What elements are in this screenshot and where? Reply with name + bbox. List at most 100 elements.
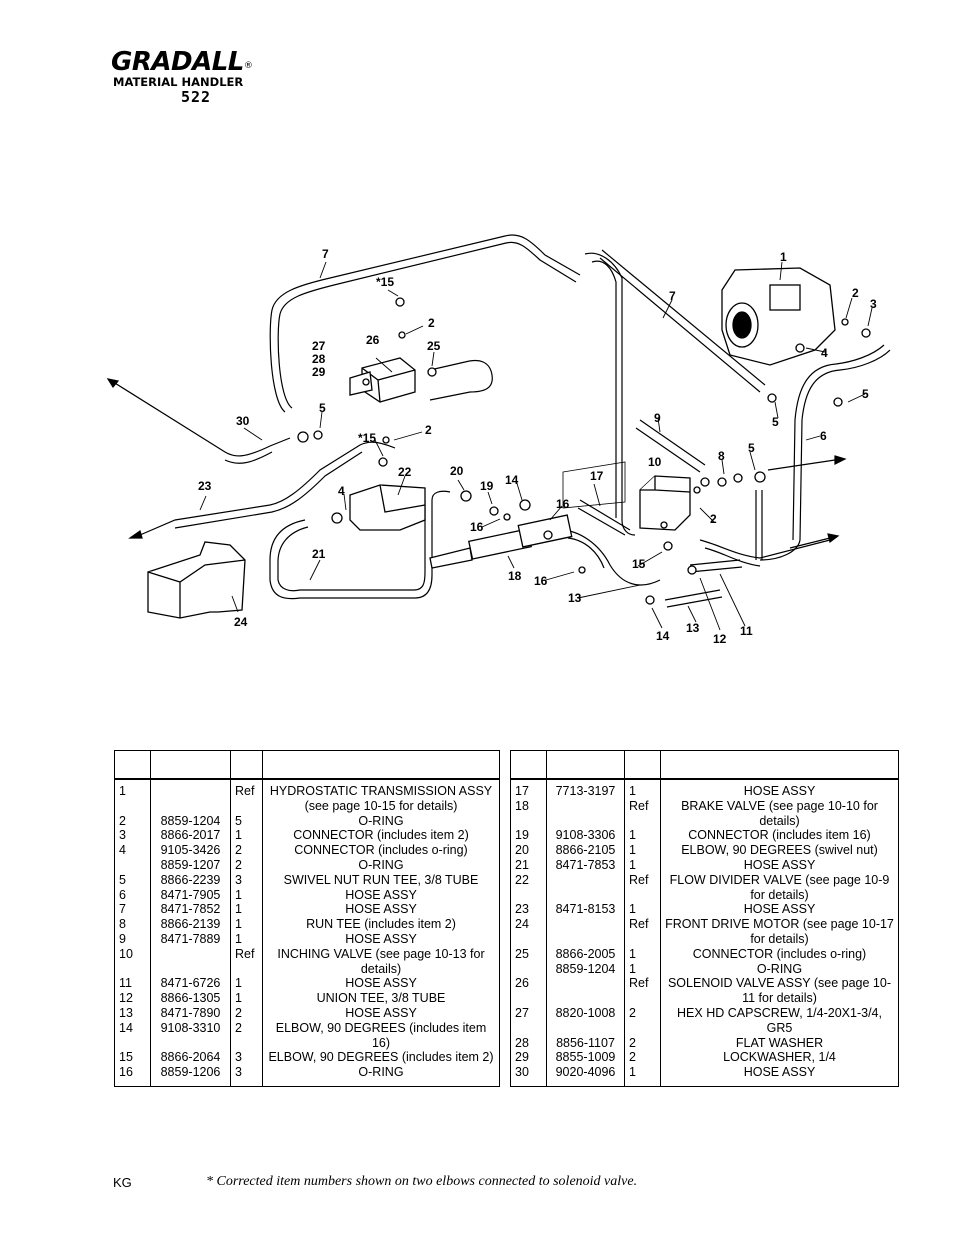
item-number: 27 <box>510 1005 547 1036</box>
description: BRAKE VALVE (see page 10-10 for details) <box>660 798 899 829</box>
callout-21: 21 <box>312 547 326 561</box>
item-number <box>510 961 547 977</box>
part-number <box>150 946 231 977</box>
callout-16-c: 16 <box>534 574 548 588</box>
description: CONNECTOR (includes item 2) <box>262 828 500 844</box>
quantity: 1 <box>230 991 263 1006</box>
description: HOSE ASSY <box>262 931 500 947</box>
description: SOLENOID VALVE ASSY (see page 10-11 for … <box>660 976 899 1006</box>
header-description <box>262 750 500 780</box>
part-number: 8820-1008 <box>546 1005 625 1036</box>
callout-19: 19 <box>480 479 494 493</box>
callout-15-mid: *15 <box>358 431 376 445</box>
description: RUN TEE (includes item 2) <box>262 917 500 932</box>
description: O-RING <box>262 1065 500 1087</box>
quantity: Ref <box>230 779 263 814</box>
description: ELBOW, 90 DEGREES (swivel nut) <box>660 843 899 858</box>
description: LOCKWASHER, 1/4 <box>660 1050 899 1066</box>
description: CONNECTOR (includes item 16) <box>660 828 899 844</box>
item-number: 8 <box>114 917 151 932</box>
part-number: 8856-1107 <box>546 1035 625 1051</box>
inching-valve <box>639 475 691 531</box>
item-number: 2 <box>114 813 151 829</box>
callout-11: 11 <box>740 624 753 638</box>
quantity: 3 <box>230 1050 263 1066</box>
footer-code: KG <box>113 1175 132 1190</box>
part-number: 8866-2017 <box>150 828 231 844</box>
item-number <box>114 857 151 873</box>
quantity: 1 <box>624 902 661 918</box>
callout-2-a: 2 <box>428 316 435 330</box>
part-number: 8859-1206 <box>150 1065 231 1087</box>
item-number: 21 <box>510 857 547 873</box>
description: HOSE ASSY <box>262 1005 500 1021</box>
callout-15-top: *15 <box>376 275 394 289</box>
quantity: 1 <box>624 857 661 873</box>
quantity: 5 <box>230 813 263 829</box>
hose-7-right <box>584 252 636 536</box>
part-number: 8471-8153 <box>546 902 625 918</box>
description: FLOW DIVIDER VALVE (see page 10-9 for de… <box>660 872 899 903</box>
item-number: 26 <box>510 976 547 1006</box>
description: INCHING VALVE (see page 10-13 for detail… <box>262 946 500 977</box>
brand-name: GRADALL <box>111 47 244 77</box>
callout-7-right: 7 <box>669 289 676 303</box>
hydrostatic-transmission <box>721 267 836 366</box>
callout-3: 3 <box>870 297 877 311</box>
brand-subtitle: MATERIAL HANDLER <box>113 75 244 89</box>
item-number: 22 <box>510 872 547 903</box>
item-number: 3 <box>114 828 151 844</box>
solenoid-valve <box>349 357 416 403</box>
part-number: 8866-2064 <box>150 1050 231 1066</box>
callout-20: 20 <box>450 464 464 478</box>
item-number: 16 <box>114 1065 151 1087</box>
quantity: 1 <box>624 961 661 977</box>
item-number: 17 <box>510 779 547 799</box>
description: CONNECTOR (includes o-ring) <box>262 843 500 858</box>
part-number: 8855-1009 <box>546 1050 625 1066</box>
quantity: 1 <box>230 887 263 903</box>
description: FRONT DRIVE MOTOR (see page 10-17 for de… <box>660 917 899 947</box>
part-number: 8471-7853 <box>546 857 625 873</box>
description: HOSE ASSY <box>660 857 899 873</box>
description: UNION TEE, 3/8 TUBE <box>262 991 500 1006</box>
part-number: 9108-3310 <box>150 1020 231 1051</box>
quantity: 1 <box>230 902 263 918</box>
item-number: 6 <box>114 887 151 903</box>
callout-15-low: 15 <box>632 557 646 571</box>
callout-14-top: 14 <box>505 473 519 487</box>
item-number: 7 <box>114 902 151 918</box>
table-header-row <box>114 750 500 780</box>
callout-23: 23 <box>198 479 212 493</box>
callout-5-c: 5 <box>862 387 869 401</box>
quantity: 2 <box>624 1035 661 1051</box>
description: ELBOW, 90 DEGREES (includes item 16) <box>262 1020 500 1051</box>
hose-23 <box>139 441 396 536</box>
part-number: 8471-7889 <box>150 931 231 947</box>
callout-17: 17 <box>590 469 604 483</box>
part-number: 8471-7852 <box>150 902 231 918</box>
callout-6: 6 <box>820 429 827 443</box>
hose-30 <box>109 379 291 457</box>
callout-5-d: 5 <box>748 441 755 455</box>
part-number: 8859-1207 <box>150 857 231 873</box>
part-number: 8866-2139 <box>150 917 231 932</box>
quantity: 1 <box>230 828 263 844</box>
